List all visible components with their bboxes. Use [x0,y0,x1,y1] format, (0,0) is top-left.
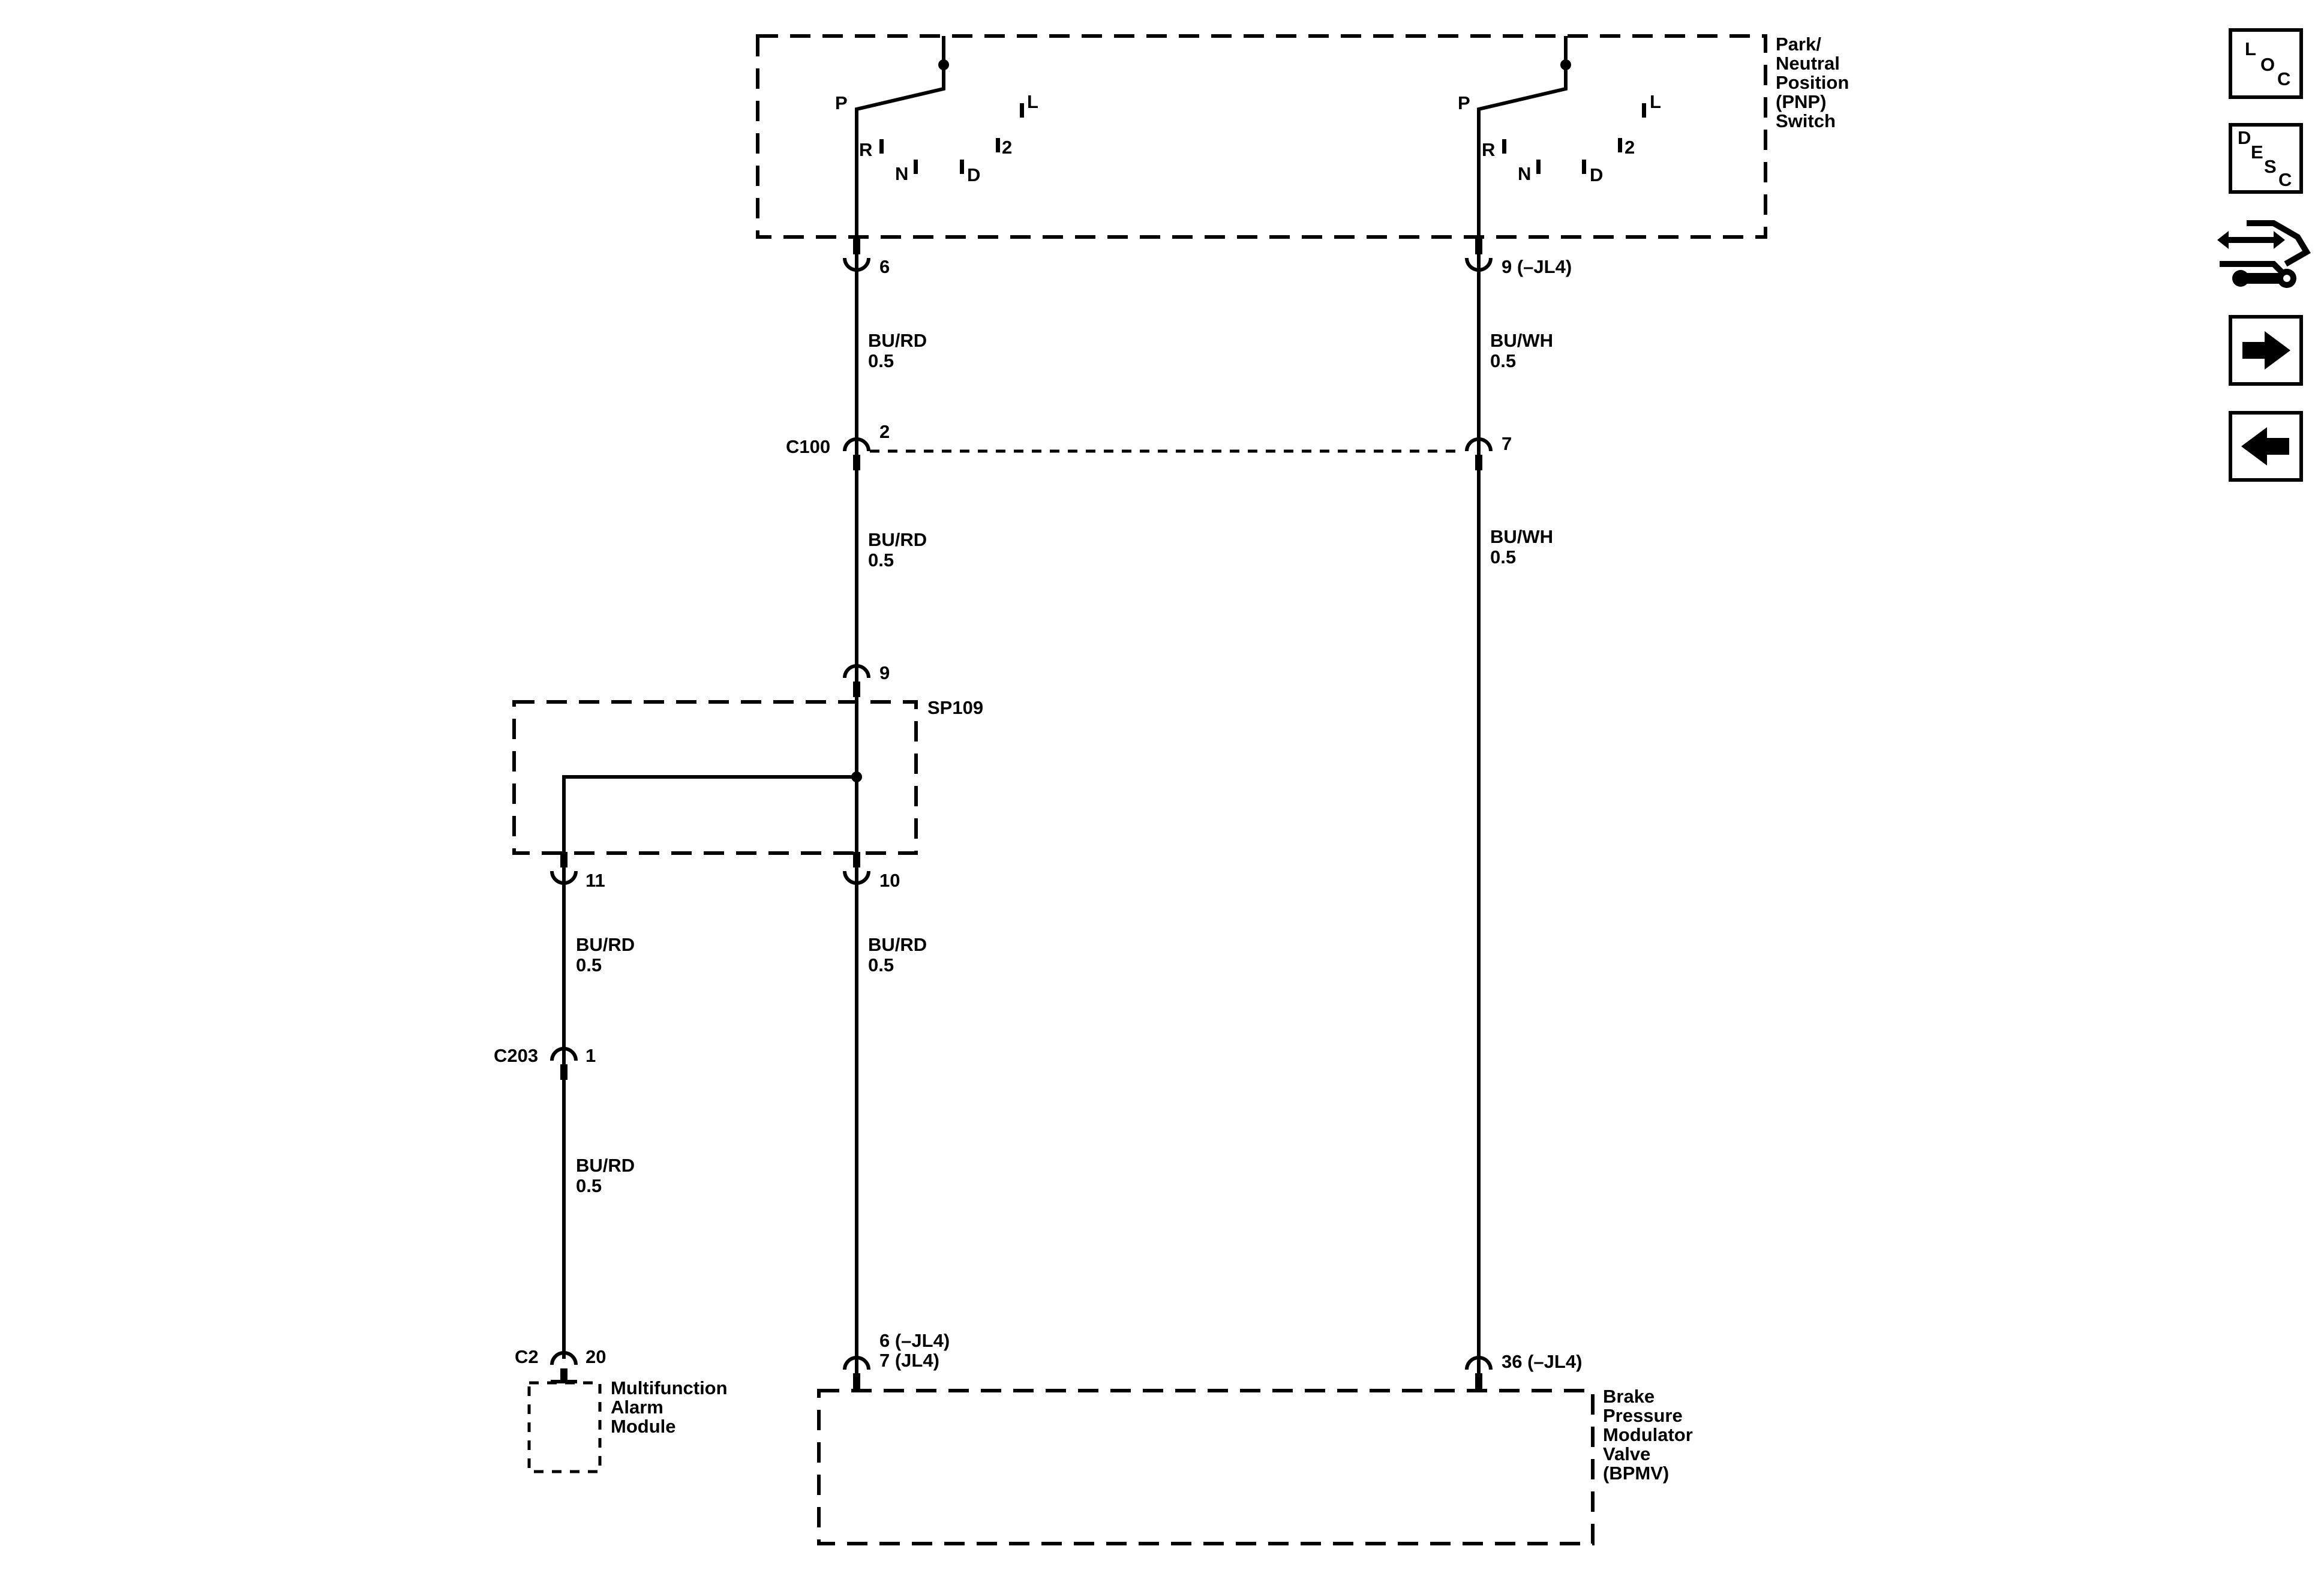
previous-button[interactable] [2229,411,2303,482]
pnp-switch-label-4: (PNP) [1776,91,1826,112]
wire-label-gauge: 0.5 [868,350,894,371]
pnp-switch-label-5: Switch [1776,110,1836,131]
pin-label-bpmv-a: 6 (–JL4) [879,1330,950,1351]
pin-label-c203-1: 1 [585,1045,596,1066]
loc-letter: L [2245,38,2256,59]
desc-button[interactable]: D E S C [2229,123,2303,194]
alarm-module-boundary [527,1381,602,1473]
wire-label-color: BU/RD [868,330,927,351]
pos-l-right: L [1650,91,1661,112]
sp109-label: SP109 [927,697,983,718]
c203-name-label: C203 [494,1045,538,1066]
pnp-switch-boundary [756,34,1767,239]
wire-label-gauge: 0.5 [868,954,894,975]
loc-letter: C [2277,68,2290,89]
pnp-switch-pole-left: P R N D 2 L [835,36,1038,237]
connector-symbols [550,239,1493,1389]
connector-pnp-9 [1465,239,1493,272]
connector-c203-1 [550,1047,578,1080]
connector-sp109-9 [843,664,870,697]
pos-n-right: N [1518,163,1531,184]
loc-letter: O [2260,54,2275,75]
pos-2-left: 2 [1002,137,1012,158]
pnp-switch: P R N D 2 L P R N D 2 L [756,34,1849,239]
pin-label-pnp-9: 9 (–JL4) [1502,256,1572,277]
connector-pnp-6 [843,239,870,272]
connector-labels: 6 9 (–JL4) C100 2 7 9 11 10 C203 1 C2 20… [494,256,1582,1372]
wire-labels: BU/RD 0.5 BU/WH 0.5 BU/RD 0.5 BU/WH 0.5 … [576,330,1553,1196]
wire-label-color: BU/RD [868,529,927,550]
wire-label-color: BU/RD [868,934,927,955]
bpmv-label-3: Modulator [1603,1424,1693,1445]
pos-r-right: R [1482,139,1495,160]
pos-p-left: P [835,92,848,113]
wire-label-color: BU/RD [576,934,635,955]
multifunction-alarm-module: Multifunction Alarm Module [527,1377,728,1473]
pos-2-right: 2 [1625,137,1635,158]
pos-r-left: R [859,139,872,160]
loc-icon[interactable] [2229,28,2303,99]
pos-d-right: D [1590,164,1603,185]
pin-label-bpmv-36: 36 (–JL4) [1502,1351,1582,1372]
alarm-module-label-3: Module [611,1416,676,1437]
pin-label-c2-20: 20 [585,1346,606,1367]
pnp-switch-pole-right: P R N D 2 L [1458,36,1661,237]
wire-sp109-branch [562,775,857,864]
desc-icon[interactable] [2229,123,2303,194]
bpmv-module: Brake Pressure Modulator Valve (BPMV) [817,1386,1693,1545]
next-button[interactable] [2229,315,2303,386]
bpmv-label-1: Brake [1603,1386,1655,1407]
pos-n-left: N [895,163,908,184]
bpmv-boundary [817,1389,1595,1545]
wire-label-color: BU/WH [1490,330,1553,351]
connector-c100-2 [843,437,870,470]
bpmv-label-5: (BPMV) [1603,1463,1669,1484]
wire-label-color: BU/WH [1490,526,1553,547]
pin-label-c100-2: 2 [879,421,890,442]
wire-label-gauge: 0.5 [868,550,894,571]
nav-toolbar: L O C D E S C [2217,28,2311,482]
pin-label-c100-7: 7 [1502,433,1512,454]
alarm-module-label-2: Alarm [611,1397,663,1418]
bpmv-label-2: Pressure [1603,1405,1683,1426]
connector-sp109-11 [550,852,578,885]
pos-p-right: P [1458,92,1470,113]
connector-bpmv-left [843,1356,870,1389]
wire-label-gauge: 0.5 [576,954,602,975]
pin-label-sp109-11: 11 [585,870,605,891]
sp109-boundary [512,700,918,855]
wire-label-gauge: 0.5 [1490,350,1516,371]
connector-c100-7 [1465,437,1493,470]
wire-label-gauge: 0.5 [576,1175,602,1196]
pnp-switch-label-2: Neutral [1776,53,1840,74]
alarm-module-label-1: Multifunction [611,1377,728,1398]
pin-label-pnp-6: 6 [879,256,890,277]
pin-label-sp109-10: 10 [879,870,900,891]
desc-letter: S [2264,156,2277,177]
sp109-splice-pack: SP109 [512,697,983,855]
bpmv-label-4: Valve [1603,1443,1650,1464]
c2-name-label: C2 [515,1346,539,1367]
wire-label-gauge: 0.5 [1490,547,1516,568]
connector-bpmv-36 [1465,1356,1493,1389]
loc-button[interactable]: L O C [2229,28,2303,99]
pnp-switch-label-1: Park/ [1776,34,1821,55]
pos-d-left: D [967,164,980,185]
pin-label-sp109-9: 9 [879,662,890,683]
c100-name-label: C100 [786,436,830,457]
schematic-tools-button[interactable] [2217,220,2311,288]
wire-label-color: BU/RD [576,1155,635,1176]
desc-letter: D [2238,127,2251,148]
connector-sp109-10 [843,852,870,885]
wires [562,237,1481,1392]
schematic-tools-icon[interactable] [2217,220,2311,288]
splice-point [851,772,862,782]
pin-label-bpmv-b: 7 (JL4) [879,1350,939,1371]
pnp-switch-label-3: Position [1776,72,1849,93]
desc-letter: C [2278,169,2292,190]
desc-letter: E [2251,142,2263,163]
pos-l-left: L [1027,91,1038,112]
